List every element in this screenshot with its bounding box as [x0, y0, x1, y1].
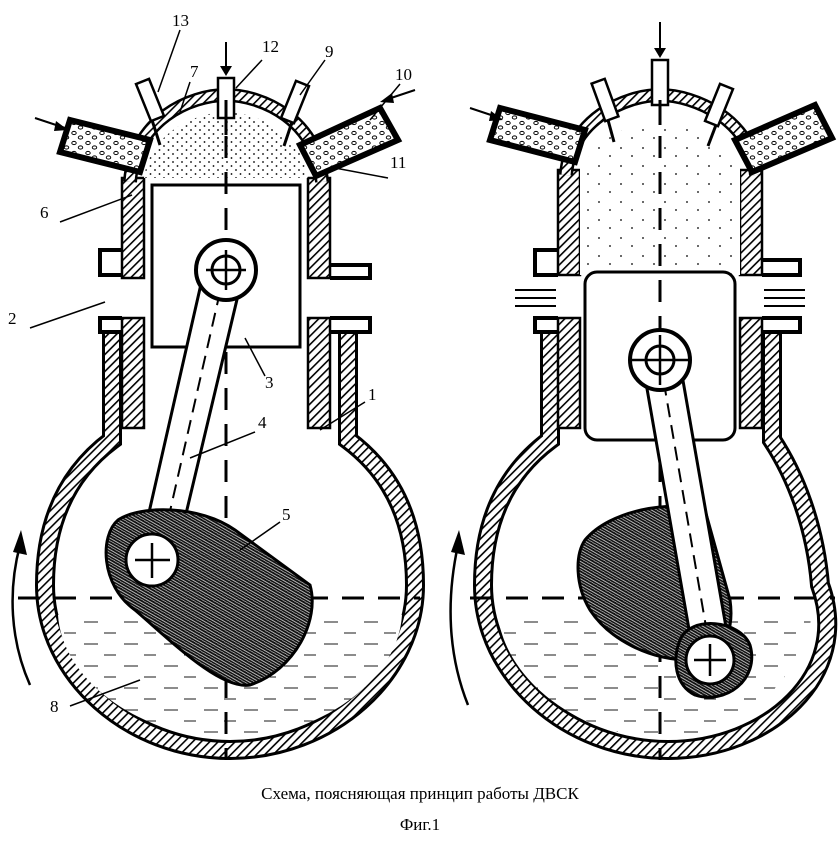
right-cylinder-wall-lower-right: [738, 316, 764, 430]
label-1: 1: [368, 385, 377, 404]
left-cylinder-wall-lower-left: [120, 316, 146, 430]
left-engine: 13 12 7 9 10 11 6 2 3 4 1 5 8: [8, 11, 426, 761]
right-scavenge-port-arrows: [515, 289, 556, 307]
label-11: 11: [390, 153, 406, 172]
engine-diagram: 13 12 7 9 10 11 6 2 3 4 1 5 8: [8, 11, 838, 761]
right-valve-left: [589, 77, 621, 143]
label-8: 8: [50, 697, 59, 716]
right-cylinder-wall-upper-left: [556, 168, 582, 277]
left-cylinder-wall-upper-right: [306, 176, 332, 280]
left-rotation-arrow: [11, 544, 32, 686]
right-cylinder-wall-lower-left: [556, 316, 582, 430]
label-3: 3: [265, 373, 274, 392]
label-9: 9: [325, 42, 334, 61]
left-exhaust-tube: [295, 104, 403, 180]
right-cylinder-wall-upper-right: [738, 168, 764, 277]
label-13: 13: [172, 11, 189, 30]
right-valve-right: [703, 82, 735, 147]
right-engine: [449, 22, 838, 761]
right-exhaust-tube: [730, 101, 837, 176]
label-7: 7: [190, 62, 199, 81]
right-exhaust-port-arrows: [764, 289, 805, 307]
left-valve-13: [134, 77, 166, 146]
right-rotation-arrow: [449, 544, 470, 706]
left-cylinder-wall-lower-right: [306, 316, 332, 430]
label-6: 6: [40, 203, 49, 222]
label-2: 2: [8, 309, 17, 328]
left-cylinder-wall-upper-left: [120, 176, 146, 280]
right-intake-tube: [486, 104, 589, 166]
label-10: 10: [395, 65, 412, 84]
label-5: 5: [282, 505, 291, 524]
figure-caption: Схема, поясняющая принцип работы ДВСК: [261, 784, 579, 803]
left-intake-tube: [56, 116, 154, 176]
figure-number: Фиг.1: [399, 815, 441, 834]
left-injector-12: [216, 42, 236, 135]
label-12: 12: [262, 37, 279, 56]
label-4: 4: [258, 413, 267, 432]
